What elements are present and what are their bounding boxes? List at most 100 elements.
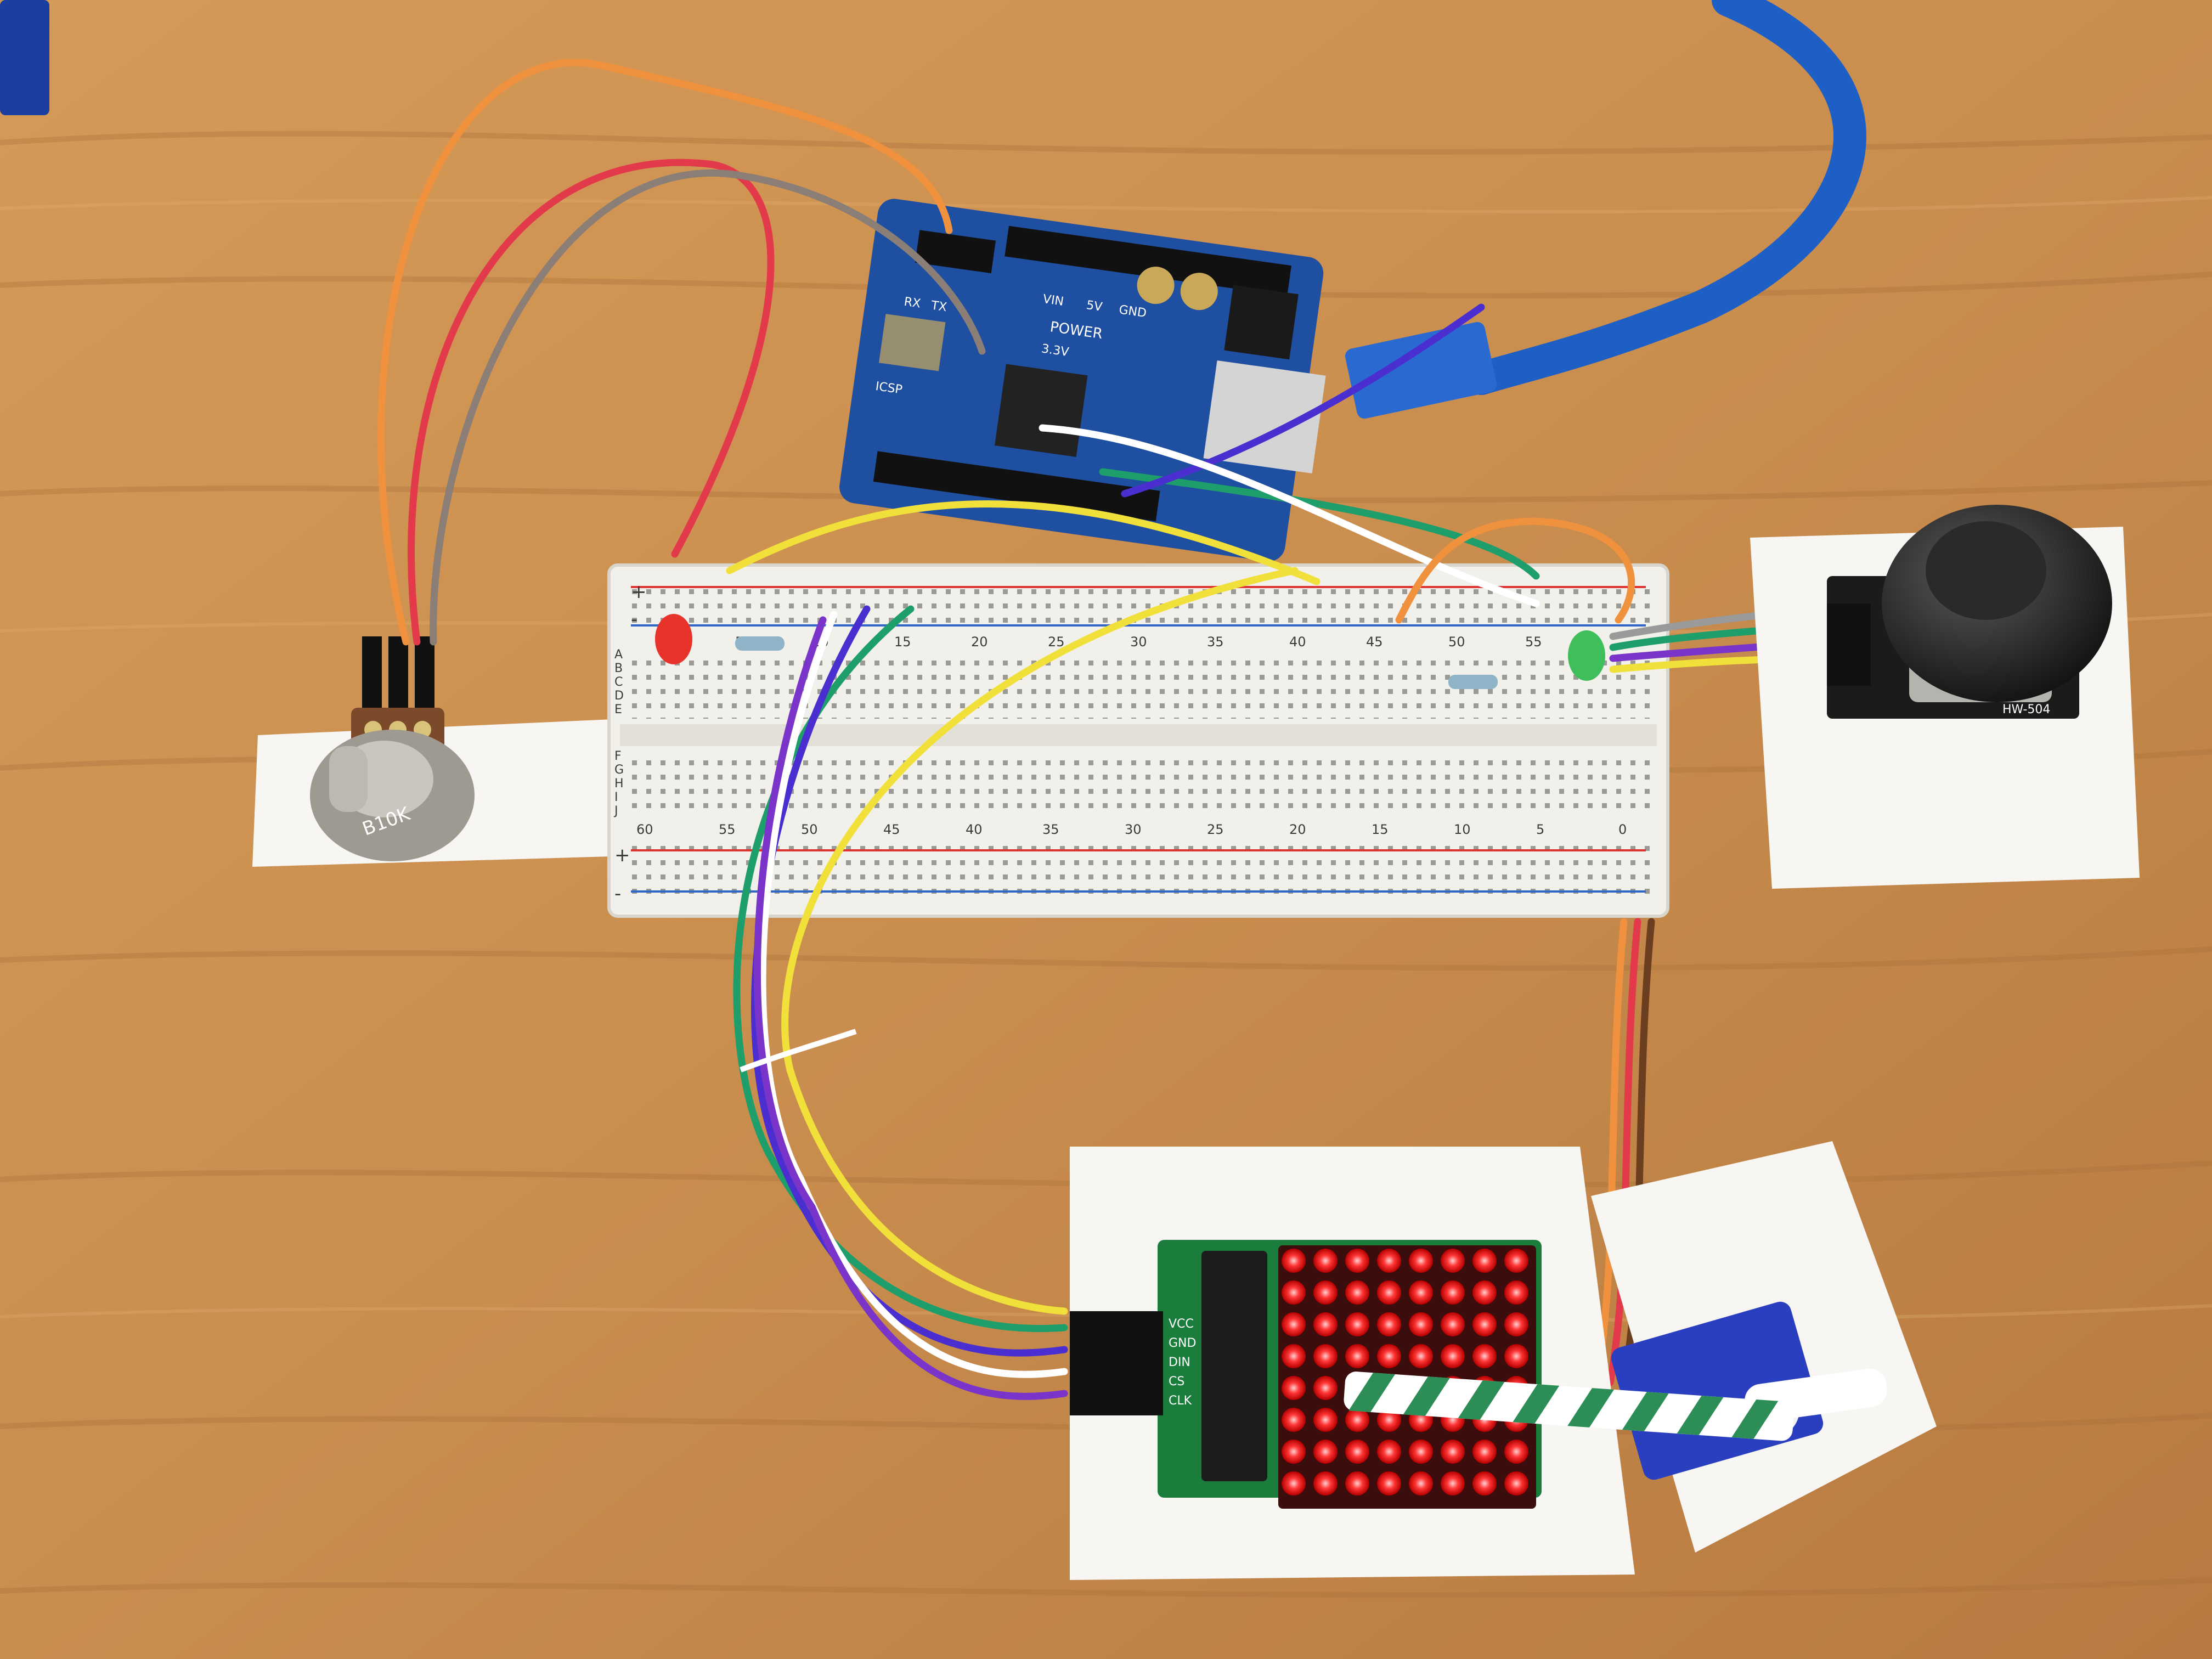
- bb-row-letter: J: [613, 804, 618, 818]
- bb-bottom-num: 60: [636, 822, 653, 837]
- arduino-label-tx: TX: [930, 298, 948, 314]
- bb-row-letter: C: [614, 675, 623, 689]
- matrix-led: [1345, 1280, 1369, 1305]
- matrix-led: [1282, 1376, 1306, 1400]
- matrix-led: [1282, 1280, 1306, 1305]
- matrix-led: [1345, 1408, 1369, 1432]
- matrix-led: [1377, 1471, 1401, 1496]
- matrix-led: [1377, 1249, 1401, 1273]
- usb-cable: [1465, 0, 1866, 395]
- matrix-led: [1472, 1440, 1497, 1464]
- red-led: [655, 614, 692, 664]
- matrix-pin-label: CLK: [1169, 1394, 1192, 1408]
- matrix-led: [1504, 1440, 1528, 1464]
- arduino-board: POWER 5V GND VIN 3.3V RX TX ICSP: [839, 199, 1326, 562]
- matrix-led: [1472, 1471, 1497, 1496]
- matrix-led: [1313, 1249, 1338, 1273]
- matrix-led: [1504, 1344, 1528, 1368]
- blue-object-corner: [0, 0, 49, 115]
- arduino-label-rx: RX: [903, 295, 922, 311]
- cable-tie: [740, 1029, 857, 1073]
- matrix-led: [1345, 1312, 1369, 1336]
- arduino-label-5v: 5V: [1086, 298, 1103, 314]
- bb-row-letter: H: [614, 777, 624, 791]
- matrix-led: [1441, 1440, 1465, 1464]
- bb-row-letter: D: [614, 689, 624, 703]
- bb-row-letter: F: [614, 749, 622, 763]
- matrix-led: [1282, 1249, 1306, 1273]
- usb-plug: [1345, 321, 1497, 419]
- matrix-led: [1409, 1344, 1433, 1368]
- striped-straw: [1344, 1372, 1794, 1441]
- joystick-label: HW-504: [2002, 703, 2050, 716]
- matrix-led: [1409, 1280, 1433, 1305]
- matrix-led: [1313, 1408, 1338, 1432]
- bb-bottom-num: 5: [1536, 822, 1544, 837]
- matrix-led: [1441, 1249, 1465, 1273]
- bb-row-letter: G: [614, 763, 624, 777]
- matrix-led: [1313, 1344, 1338, 1368]
- bb-row-letter: I: [614, 791, 618, 804]
- bb-bottom-num: 10: [1454, 822, 1471, 837]
- matrix-pin-label: CS: [1169, 1375, 1184, 1389]
- matrix-pin-label: DIN: [1169, 1356, 1190, 1369]
- bb-row-letter: E: [614, 703, 622, 716]
- matrix-led: [1441, 1312, 1465, 1336]
- bb-bottom-num: 40: [966, 822, 983, 837]
- resistor: [735, 636, 785, 651]
- matrix-led: [1377, 1280, 1401, 1305]
- bb-bottom-num: 50: [801, 822, 818, 837]
- matrix-led: [1345, 1440, 1369, 1464]
- bb-top-num: 55: [1525, 634, 1542, 650]
- matrix-led: [1504, 1471, 1528, 1496]
- matrix-led: [1472, 1312, 1497, 1336]
- bb-top-num: 20: [971, 634, 988, 650]
- bb-bottom-num: 35: [1042, 822, 1059, 837]
- matrix-led: [1313, 1280, 1338, 1305]
- bb-bottom-num: 20: [1289, 822, 1306, 837]
- bb-row-letter: A: [614, 648, 623, 662]
- bb-bottom-num: 25: [1207, 822, 1224, 837]
- joystick-module: HW-504: [1827, 505, 2112, 719]
- matrix-led: [1409, 1249, 1433, 1273]
- bb-top-num: 40: [1289, 634, 1306, 650]
- matrix-led: [1441, 1280, 1465, 1305]
- green-led: [1568, 630, 1605, 681]
- matrix-led: [1282, 1312, 1306, 1336]
- matrix-led: [1504, 1249, 1528, 1273]
- matrix-led: [1441, 1471, 1465, 1496]
- breadboard: + - + - 5 10 15 20 25 30 35 40 45 50 55 …: [607, 563, 1669, 918]
- jumper-wires: [377, 59, 1831, 1400]
- matrix-led: [1345, 1249, 1369, 1273]
- matrix-led: [1377, 1312, 1401, 1336]
- matrix-pin-label: GND: [1169, 1336, 1196, 1350]
- matrix-led: [1282, 1344, 1306, 1368]
- bb-plus-top: +: [631, 581, 647, 603]
- bb-top-num: 15: [894, 634, 911, 650]
- potentiometer: B10K: [310, 636, 475, 861]
- bb-bottom-num: 0: [1618, 822, 1627, 837]
- matrix-led: [1313, 1376, 1338, 1400]
- matrix-led: [1441, 1344, 1465, 1368]
- matrix-led: [1313, 1440, 1338, 1464]
- bb-top-num: 25: [1048, 634, 1065, 650]
- matrix-led: [1377, 1344, 1401, 1368]
- bb-bottom-num: 45: [883, 822, 900, 837]
- matrix-led: [1409, 1440, 1433, 1464]
- matrix-led: [1313, 1312, 1338, 1336]
- matrix-led: [1345, 1471, 1369, 1496]
- matrix-led: [1313, 1471, 1338, 1496]
- bb-bottom-num: 55: [719, 822, 736, 837]
- bb-bottom-num: 15: [1372, 822, 1389, 837]
- matrix-pin-label: VCC: [1169, 1317, 1194, 1331]
- matrix-led: [1504, 1280, 1528, 1305]
- matrix-led: [1345, 1344, 1369, 1368]
- bb-minus-top: -: [631, 608, 637, 630]
- resistor: [1448, 675, 1498, 689]
- matrix-led: [1282, 1440, 1306, 1464]
- bb-bottom-num: 30: [1125, 822, 1142, 837]
- matrix-led: [1282, 1471, 1306, 1496]
- matrix-led: [1504, 1312, 1528, 1336]
- bb-top-num: 45: [1366, 634, 1383, 650]
